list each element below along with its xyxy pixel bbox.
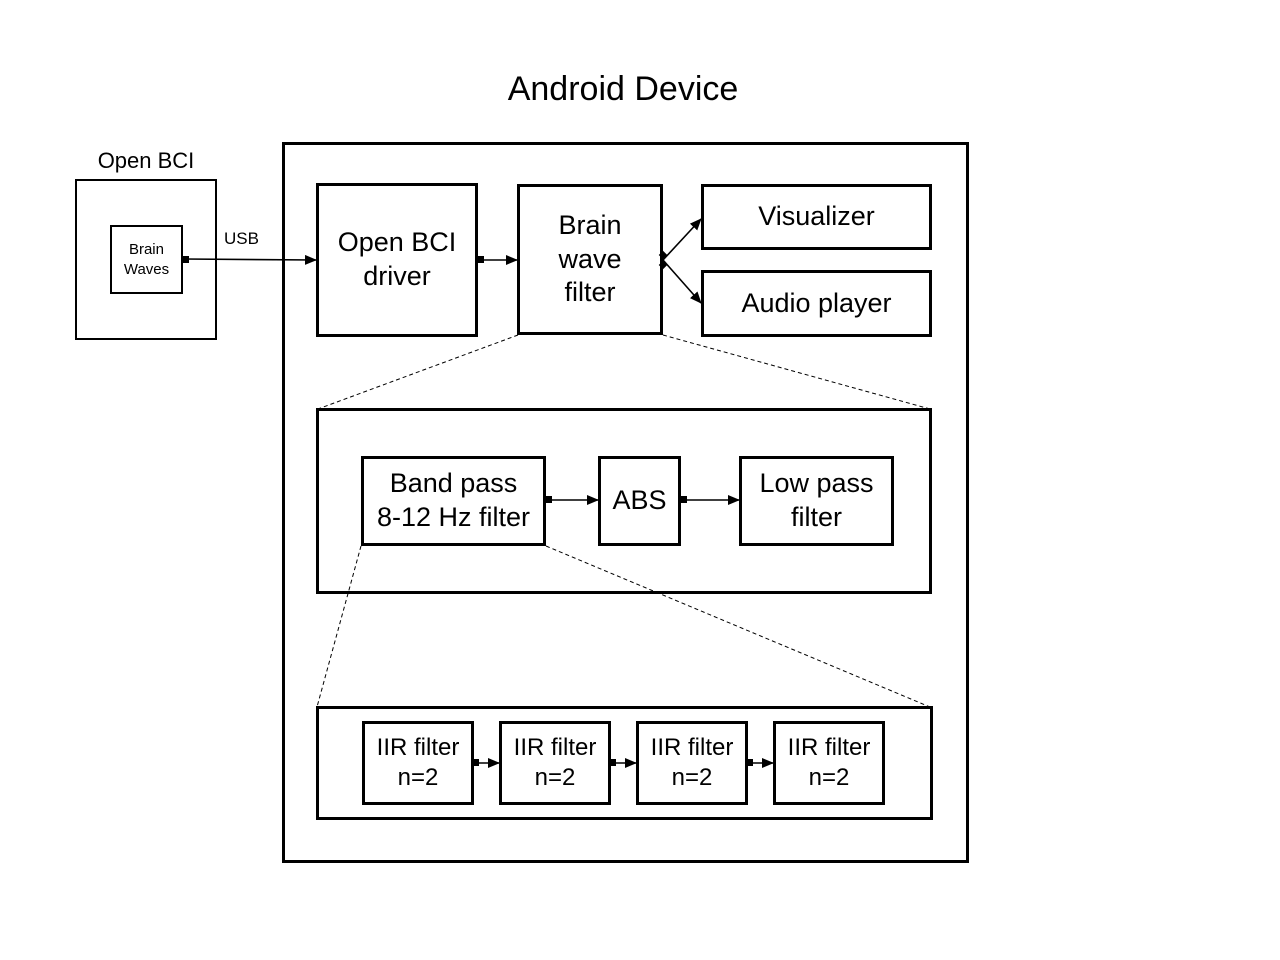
- abs-box: ABS: [598, 456, 681, 546]
- brain-wave-filter-label: Brain wave filter: [558, 209, 622, 308]
- iir-filter-label: IIR filter n=2: [513, 734, 597, 791]
- iir-filter-label: IIR filter n=2: [787, 734, 871, 791]
- open-bci-driver-box: Open BCI driver: [316, 183, 478, 337]
- brain-waves-box: Brain Waves: [110, 225, 183, 294]
- open-bci-label: Open BCI: [97, 148, 195, 173]
- band-pass-filter-box: Band pass 8-12 Hz filter: [361, 456, 546, 546]
- audio-player-box: Audio player: [701, 270, 932, 337]
- visualizer-box: Visualizer: [701, 184, 932, 250]
- iir-filter-label: IIR filter n=2: [650, 734, 734, 791]
- usb-label: USB: [224, 229, 259, 248]
- low-pass-filter-box: Low pass filter: [739, 456, 894, 546]
- low-pass-filter-label: Low pass filter: [759, 468, 874, 532]
- abs-label: ABS: [612, 485, 667, 516]
- diagram-title: Android Device: [507, 70, 739, 108]
- audio-player-label: Audio player: [741, 287, 892, 318]
- iir-filter-box: IIR filter n=2: [773, 721, 885, 805]
- brain-waves-label: Brain Waves: [123, 241, 170, 278]
- band-pass-filter-label: Band pass 8-12 Hz filter: [376, 468, 531, 532]
- brain-wave-filter-box: Brain wave filter: [517, 184, 663, 335]
- iir-filter-box: IIR filter n=2: [362, 721, 474, 805]
- iir-filter-label: IIR filter n=2: [376, 734, 460, 791]
- open-bci-driver-label: Open BCI driver: [337, 227, 457, 291]
- iir-filter-box: IIR filter n=2: [636, 721, 748, 805]
- visualizer-label: Visualizer: [758, 201, 875, 232]
- iir-filter-box: IIR filter n=2: [499, 721, 611, 805]
